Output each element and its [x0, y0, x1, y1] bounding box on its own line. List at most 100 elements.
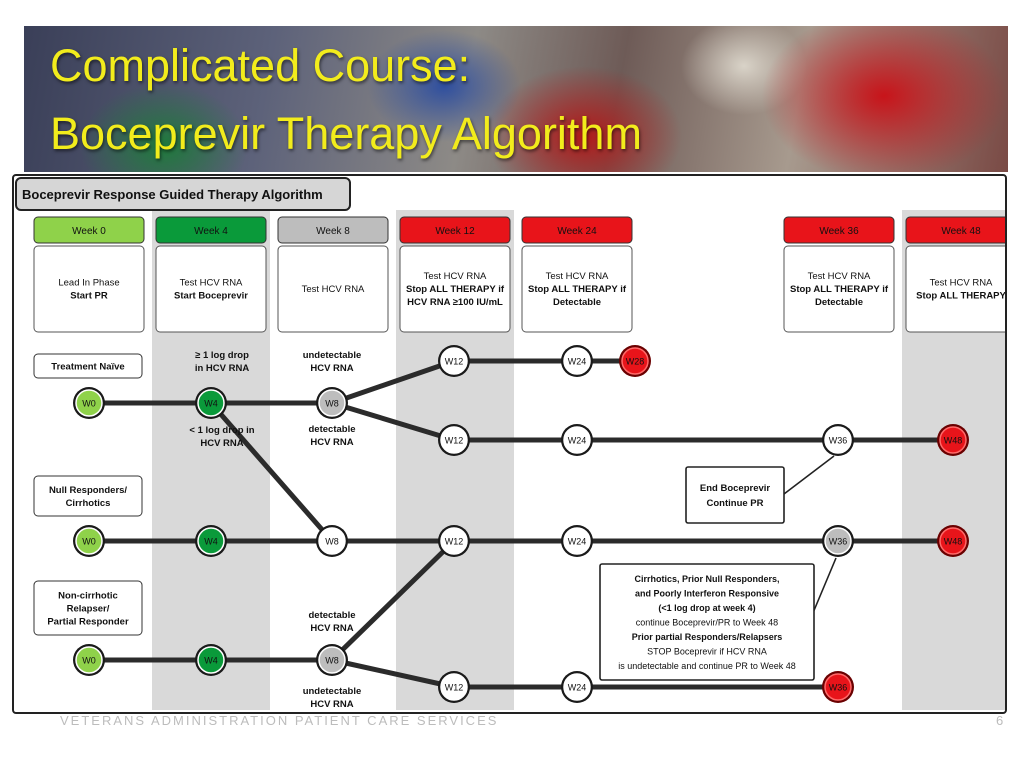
algorithm-diagram: Boceprevir Response Guided Therapy Algor…: [15, 177, 1005, 710]
edge-label-lbl_drop_lt1: < 1 log drop in: [189, 425, 254, 436]
node-label-n1b_w36: W36: [829, 436, 848, 446]
page-number: 6: [996, 713, 1004, 728]
week-description-line: Lead In Phase: [58, 278, 119, 289]
week-description-line: Stop ALL THERAPY if: [406, 284, 505, 295]
node-label-n3_w0: W0: [82, 656, 96, 666]
node-n1_w4: [197, 389, 225, 417]
edge-label-lbl_drop_lt1: HCV RNA: [200, 438, 243, 449]
week-header-5: [783, 216, 895, 244]
node-n3_w8: [318, 646, 346, 674]
algorithm-panel: Boceprevir Response Guided Therapy Algor…: [12, 174, 1007, 714]
callout-line-cirrhotics_note: STOP Boceprevir if HCV RNA: [647, 647, 767, 657]
patient-group-label: Partial Responder: [47, 617, 129, 628]
week-description-box-1: [155, 245, 267, 333]
edge-label-lbl_det_bottom: detectable: [309, 610, 356, 621]
node-label-n3_w36: W36: [829, 683, 848, 693]
week-description-box-2: [277, 245, 389, 333]
week-header-label-1: Week 4: [194, 226, 228, 237]
edge-label-lbl_undet_bottom: HCV RNA: [310, 699, 353, 710]
slide-title-line-2: Boceprevir Therapy Algorithm: [50, 108, 642, 159]
node-label-n1a_w24: W24: [568, 357, 587, 367]
week-header-6: [905, 216, 1005, 244]
node-n1b_w12: [440, 426, 468, 454]
node-label-n3_w24: W24: [568, 683, 587, 693]
week-header-label-4: Week 24: [557, 226, 597, 237]
node-n2_w48: [939, 527, 967, 555]
path-n1_w8-n1b_w12: [329, 400, 457, 443]
node-label-n3_w8: W8: [325, 656, 339, 666]
patient-group-box-0: [33, 353, 143, 379]
node-label-n2_w24: W24: [568, 537, 587, 547]
week-header-1: [155, 216, 267, 244]
week-description-line: Test HCV RNA: [302, 284, 365, 295]
node-label-n2_w36: W36: [829, 537, 848, 547]
week-description-line: Test HCV RNA: [930, 278, 993, 289]
week-header-label-3: Week 12: [435, 226, 475, 237]
week-description-line: Stop ALL THERAPY: [916, 291, 1005, 302]
node-label-n1a_w28: W28: [626, 357, 645, 367]
week-header-2: [277, 216, 389, 244]
node-label-n2_w48: W48: [944, 537, 963, 547]
node-n2_w4: [197, 527, 225, 555]
node-n2_w12: [440, 527, 468, 555]
node-n3_w36: [824, 673, 852, 701]
week-description-box-0: [33, 245, 145, 333]
node-n2_w24: [563, 527, 591, 555]
week-description-line: Start Boceprevir: [174, 291, 248, 302]
callout-box-cirrhotics_note: [599, 563, 815, 681]
node-n3_w24: [563, 673, 591, 701]
callout-line-cirrhotics_note: Cirrhotics, Prior Null Responders,: [634, 574, 779, 584]
node-n2_w8: [318, 527, 346, 555]
week-header-0: [33, 216, 145, 244]
edge-label-lbl_det_top: detectable: [309, 424, 356, 435]
week-header-3: [399, 216, 511, 244]
node-label-n2_w8: W8: [325, 537, 339, 547]
patient-group-box-1: [33, 475, 143, 517]
week-description-line: Test HCV RNA: [808, 271, 871, 282]
node-label-n3_w12: W12: [445, 683, 464, 693]
node-label-n3_w4: W4: [204, 656, 218, 666]
edge-label-lbl_undet_top: undetectable: [303, 350, 362, 361]
edge-label-lbl_drop_ge1: in HCV RNA: [195, 363, 250, 374]
node-label-n2_w4: W4: [204, 537, 218, 547]
node-n1a_w24: [563, 347, 591, 375]
callout-box-end_boceprevir: [685, 466, 785, 524]
week-header-label-5: Week 36: [819, 226, 859, 237]
node-label-n1a_w12: W12: [445, 357, 464, 367]
week-description-box-5: [783, 245, 895, 333]
week-description-line: HCV RNA ≥100 IU/mL: [407, 297, 503, 308]
node-label-n1b_w48: W48: [944, 436, 963, 446]
node-n2_w0: [75, 527, 103, 555]
footer-organization: VETERANS ADMINISTRATION PATIENT CARE SER…: [60, 713, 499, 728]
patient-group-label: Null Responders/: [49, 485, 127, 496]
title-banner-background: [24, 26, 1008, 172]
path-n1_w8-n1a_w12: [329, 358, 457, 406]
node-n1a_w12: [440, 347, 468, 375]
node-n2_w36: [824, 527, 852, 555]
edge-label-lbl_det_top: HCV RNA: [310, 437, 353, 448]
node-label-n1_w0: W0: [82, 399, 96, 409]
week-description-line: Detectable: [815, 297, 863, 308]
callout-line-cirrhotics_note: is undetectable and continue PR to Week …: [618, 661, 795, 671]
week-description-line: Start PR: [70, 291, 108, 302]
patient-group-label: Non-cirrhotic: [58, 591, 118, 602]
node-n3_w4: [197, 646, 225, 674]
callout-line-cirrhotics_note: continue Boceprevir/PR to Week 48: [636, 618, 778, 628]
edge-label-lbl_undet_top: HCV RNA: [310, 363, 353, 374]
week-description-line: Test HCV RNA: [424, 271, 487, 282]
edge-label-lbl_drop_ge1: ≥ 1 log drop: [195, 350, 249, 361]
node-n1_w0: [75, 389, 103, 417]
edge-label-lbl_undet_bottom: undetectable: [303, 686, 362, 697]
week-header-label-6: Week 48: [941, 226, 981, 237]
algorithm-heading: Boceprevir Response Guided Therapy Algor…: [22, 187, 323, 202]
callout-connector-end-boceprevir: [783, 455, 835, 495]
node-label-n1b_w12: W12: [445, 436, 464, 446]
week-description-line: Detectable: [553, 297, 601, 308]
week-description-box-6: [905, 245, 1005, 333]
callout-line-cirrhotics_note: and Poorly Interferon Responsive: [635, 589, 779, 599]
callout-line-end_boceprevir: Continue PR: [707, 498, 764, 509]
patient-group-label: Treatment Naïve: [51, 362, 124, 373]
week-description-box-4: [521, 245, 633, 333]
node-label-n1_w4: W4: [204, 399, 218, 409]
week-description-box-3: [399, 245, 511, 333]
